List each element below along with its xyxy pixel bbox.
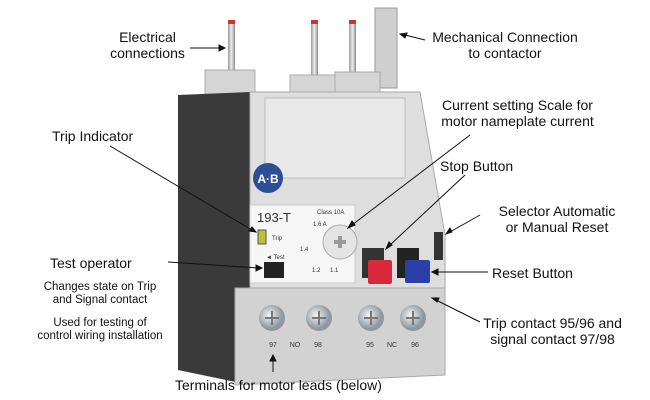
svg-text:95: 95 bbox=[366, 342, 374, 349]
svg-text:1.2: 1.2 bbox=[312, 268, 321, 274]
svg-text:A·B: A·B bbox=[257, 172, 279, 186]
svg-text:1.6 A: 1.6 A bbox=[313, 222, 327, 228]
leader-lines bbox=[109, 32, 488, 372]
mechanical-tab bbox=[374, 7, 398, 89]
label-trip-indicator: Trip Indicator bbox=[52, 128, 134, 144]
svg-text:Class 10A: Class 10A bbox=[317, 210, 344, 216]
label-test-operator: Test operator bbox=[50, 255, 132, 271]
electrical-connection-pins bbox=[228, 20, 356, 102]
svg-text:NO: NO bbox=[290, 342, 301, 349]
svg-text:1.4: 1.4 bbox=[300, 247, 309, 253]
selector-auto-manual[interactable] bbox=[434, 232, 443, 260]
test-operator-button[interactable] bbox=[264, 262, 284, 278]
trip-indicator-window bbox=[257, 229, 267, 245]
svg-text:96: 96 bbox=[411, 342, 419, 349]
ab-logo bbox=[253, 163, 283, 193]
reset-button[interactable] bbox=[405, 260, 430, 283]
svg-text:1.1: 1.1 bbox=[330, 268, 339, 274]
label-reset-button: Reset Button bbox=[492, 265, 573, 281]
svg-text:◄ Test: ◄ Test bbox=[266, 255, 285, 261]
dark-side bbox=[178, 92, 250, 385]
terminal-strip bbox=[234, 287, 446, 386]
svg-text:193-T: 193-T bbox=[257, 210, 291, 225]
label-stop-button: Stop Button bbox=[440, 158, 514, 174]
svg-text:Trip: Trip bbox=[272, 236, 283, 242]
svg-text:NC: NC bbox=[387, 342, 397, 349]
svg-text:98: 98 bbox=[314, 342, 322, 349]
label-terminals: Terminals for motor leads (below) bbox=[175, 377, 382, 393]
terminal-screws bbox=[259, 305, 426, 331]
svg-text:97: 97 bbox=[269, 342, 277, 349]
stop-button[interactable] bbox=[368, 260, 392, 284]
